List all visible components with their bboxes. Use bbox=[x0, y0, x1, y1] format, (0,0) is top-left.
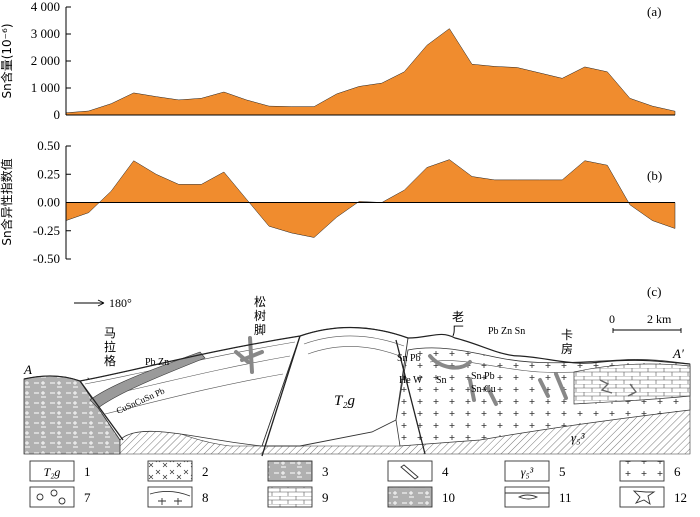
legend-number: 3 bbox=[322, 464, 329, 479]
panel-label-c: (c) bbox=[647, 284, 661, 299]
panel-label-a: (a) bbox=[647, 4, 661, 19]
legend-number: 2 bbox=[202, 464, 209, 479]
legend-swatch bbox=[267, 460, 313, 482]
legend-number: 10 bbox=[442, 490, 455, 505]
legend-swatch bbox=[147, 460, 193, 482]
scale-label: 2 km bbox=[647, 312, 672, 326]
ore-label-sn-small: Sn bbox=[436, 375, 447, 386]
y-tick-label: 0.25 bbox=[37, 166, 60, 181]
panel-b-anomaly-index: 0.50 0.25 0.00 -0.25 -0.50 Sn含异性指数值 (b) bbox=[0, 138, 676, 266]
y-ticks-a: 4 000 3 000 2 000 1 000 0 bbox=[31, 0, 71, 122]
legend-item-9: 9 bbox=[267, 486, 329, 508]
legend-swatch bbox=[267, 486, 313, 508]
panel-label-b: (b) bbox=[647, 168, 662, 183]
y-axis-label-b: Sn含异性指数值 bbox=[0, 158, 14, 245]
legend-number: 11 bbox=[559, 490, 572, 505]
legend-item-6: 6 bbox=[619, 460, 681, 482]
y-tick-label: 1 000 bbox=[31, 80, 60, 95]
scale-bar: 0 2 km bbox=[609, 312, 682, 333]
area-series-anomaly-index bbox=[65, 159, 676, 238]
place-kafang: 卡房 bbox=[561, 328, 573, 356]
legend-swatch bbox=[29, 486, 75, 508]
legend-number: 1 bbox=[84, 464, 91, 479]
legend-item-12: 12 bbox=[619, 486, 687, 508]
ore-label-laochang-top: Pb Zn Sn bbox=[488, 326, 525, 337]
legend-glyph bbox=[149, 491, 191, 505]
legend-item-10: 10 bbox=[387, 486, 455, 508]
place-laochang: 老厂 bbox=[452, 310, 464, 338]
y-axis-label-a: Sn含量(10⁻⁶) bbox=[0, 23, 14, 98]
y-tick-label: 3 000 bbox=[31, 26, 60, 41]
legend-item-7: 7 bbox=[29, 486, 91, 508]
ore-label-sn-pb-left: Sn Pb bbox=[397, 353, 421, 364]
scale-zero: 0 bbox=[609, 312, 615, 326]
legend-swatch bbox=[619, 486, 665, 508]
ore-label-he-w: He W bbox=[399, 375, 423, 386]
ore-band-left bbox=[89, 351, 206, 409]
ore-label-sn-cu: Sn Cu bbox=[471, 384, 496, 395]
legend-swatch bbox=[387, 460, 433, 482]
legend-number: 8 bbox=[202, 490, 209, 505]
legend-swatch bbox=[504, 486, 550, 508]
legend-swatch bbox=[387, 486, 433, 508]
y-tick-label: 0 bbox=[54, 107, 61, 122]
legend-number: 9 bbox=[322, 490, 329, 505]
legend-number: 4 bbox=[442, 464, 449, 479]
legend-item-5: γ₅³ 5 bbox=[504, 460, 566, 482]
legend-glyph bbox=[632, 490, 656, 506]
legend-item-8: 8 bbox=[147, 486, 209, 508]
legend-swatch bbox=[504, 460, 550, 482]
y-tick-label: 2 000 bbox=[31, 53, 60, 68]
panel-a-sn-content: 4 000 3 000 2 000 1 000 0 Sn含量(10⁻⁶) (a) bbox=[0, 0, 676, 122]
granite-label: γ₅³ bbox=[571, 430, 586, 445]
legend-number: 12 bbox=[674, 490, 687, 505]
legend-symbol: T₂g bbox=[44, 465, 61, 479]
legend-swatch bbox=[29, 460, 75, 482]
y-tick-label: -0.25 bbox=[33, 223, 60, 238]
legend-glyph bbox=[505, 492, 549, 500]
y-tick-label: 0.50 bbox=[37, 138, 60, 153]
section-end-left: A bbox=[23, 362, 32, 377]
fault-center-left bbox=[261, 335, 301, 457]
y-tick-label: -0.50 bbox=[33, 251, 60, 266]
legend-item-11: 11 bbox=[504, 486, 572, 508]
topographic-surface bbox=[23, 326, 691, 382]
fault-left bbox=[79, 380, 124, 441]
y-tick-label: 0.00 bbox=[37, 195, 60, 210]
y-ticks-b: 0.50 0.25 0.00 -0.25 -0.50 bbox=[33, 138, 71, 266]
panel-c-cross-section: (c) 180° 0 2 km T₂g bbox=[23, 284, 691, 457]
area-series-sn-content bbox=[65, 28, 676, 116]
legend-item-3: 3 bbox=[267, 460, 329, 482]
ore-label-malage: Pb Zn bbox=[145, 357, 169, 368]
legend-number: 6 bbox=[674, 464, 681, 479]
ore-label-sn-pb-right: Sn Pb bbox=[471, 371, 495, 382]
legend-item-1: T₂g 1 bbox=[29, 460, 91, 482]
orientation-label: 180° bbox=[109, 296, 132, 310]
orientation-arrow: 180° bbox=[74, 296, 132, 310]
fault-center-right bbox=[395, 339, 426, 455]
y-tick-label: 4 000 bbox=[31, 0, 60, 14]
legend-glyph bbox=[400, 464, 419, 480]
legend-number: 5 bbox=[559, 464, 566, 479]
place-songshujiao: 松树脚 bbox=[254, 295, 266, 337]
place-malage: 马拉格 bbox=[104, 326, 116, 368]
legend-symbol: γ₅³ bbox=[521, 465, 534, 479]
legend-item-2: 2 bbox=[147, 460, 209, 482]
unit-label-t2g: T₂g bbox=[334, 393, 356, 409]
strata-right bbox=[573, 363, 691, 405]
legend-glyph bbox=[36, 489, 66, 505]
legend-item-4: 4 bbox=[387, 460, 449, 482]
legend-swatch bbox=[147, 486, 193, 508]
legend-number: 7 bbox=[84, 490, 91, 505]
section-end-right: A′ bbox=[672, 346, 684, 361]
legend-swatch bbox=[619, 460, 665, 482]
